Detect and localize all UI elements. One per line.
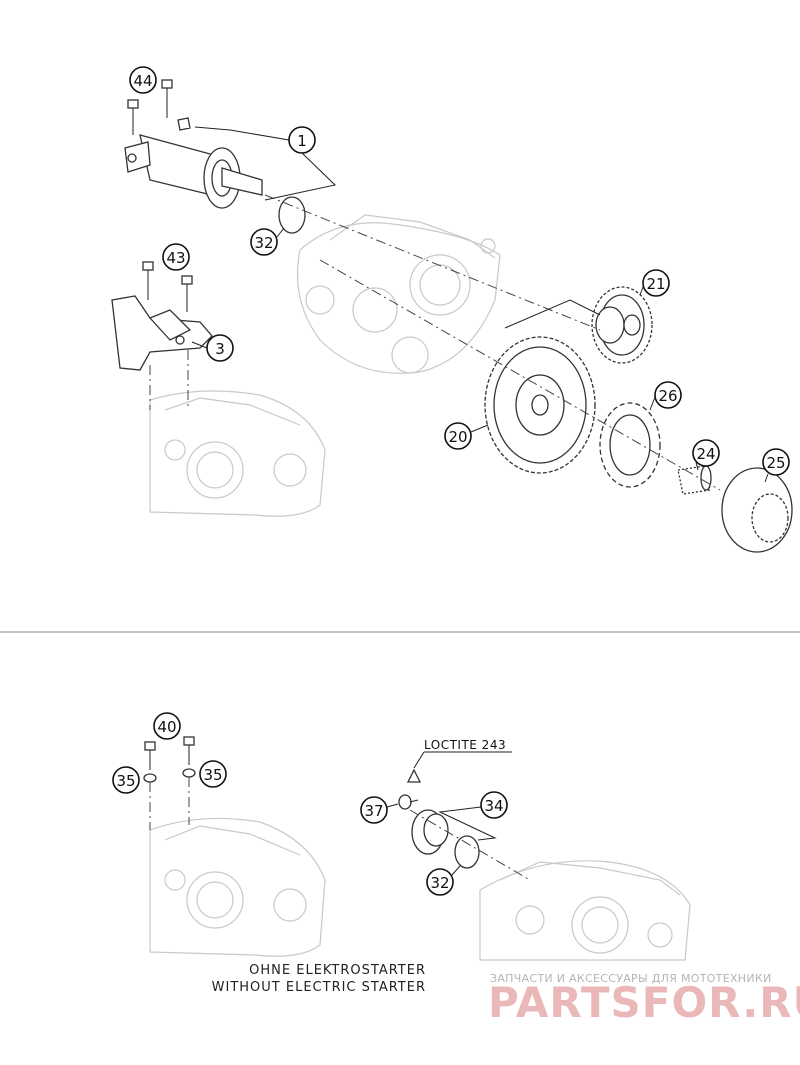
bolt-40-b <box>183 736 195 765</box>
bolt-44-a <box>127 99 139 135</box>
watermark-logo: PARTSFOR.RU <box>488 978 800 1027</box>
bolt-40-a <box>144 741 156 770</box>
loctite-label: LOCTITE 243 <box>424 738 507 752</box>
svg-text:40: 40 <box>157 718 176 736</box>
starter-motor <box>124 117 263 209</box>
intermediate-gear-21 <box>591 286 653 364</box>
crankcase-outline-lower-left <box>149 817 326 957</box>
bolt-43-b <box>181 275 193 312</box>
crankcase-outline-lower-right <box>479 860 691 961</box>
callout-25: 25 <box>762 448 790 476</box>
freewheel-gear-25 <box>721 467 793 553</box>
loctite-drop <box>406 768 422 783</box>
axis-line-1 <box>264 194 601 331</box>
washer-35-a <box>143 773 157 783</box>
screw-37 <box>398 794 419 810</box>
svg-text:24: 24 <box>696 445 715 463</box>
callout-37: 37 <box>360 796 388 824</box>
cover-plug-34 <box>411 809 449 855</box>
caption-english: WITHOUT ELECTRIC STARTER <box>211 980 426 995</box>
axis-line-7 <box>409 809 531 881</box>
callout-26: 26 <box>654 381 682 409</box>
bolt-43-a <box>142 261 154 300</box>
svg-text:1: 1 <box>297 132 307 150</box>
leader-21 <box>504 299 601 329</box>
crankcase-outline-upper <box>149 214 501 517</box>
starter-gear-20 <box>484 336 596 474</box>
callout-32-lower: 32 <box>426 868 454 896</box>
o-ring-32-upper <box>278 196 306 234</box>
svg-text:34: 34 <box>484 797 503 815</box>
svg-text:35: 35 <box>116 772 135 790</box>
svg-text:43: 43 <box>166 249 185 267</box>
callout-43: 43 <box>162 243 190 271</box>
watermark-tagline: ЗАПЧАСТИ И АКСЕССУАРЫ ДЛЯ МОТОТЕХНИКИ <box>490 972 772 985</box>
callout-21: 21 <box>642 269 670 297</box>
callout-1: 1 <box>288 126 316 154</box>
washer-35-b <box>182 768 196 778</box>
svg-text:32: 32 <box>254 234 273 252</box>
callout-34: 34 <box>480 791 508 819</box>
leader-lines <box>191 126 769 876</box>
callout-32-upper: 32 <box>250 228 278 256</box>
caption-german: OHNE ELEKTROSTARTER <box>249 963 426 978</box>
callout-20: 20 <box>444 422 472 450</box>
svg-text:21: 21 <box>646 275 665 293</box>
o-ring-32-lower <box>454 835 480 869</box>
svg-text:35: 35 <box>203 766 222 784</box>
svg-text:44: 44 <box>133 72 152 90</box>
svg-text:26: 26 <box>658 387 677 405</box>
callout-44: 44 <box>129 66 157 94</box>
freewheel-26 <box>599 402 661 488</box>
svg-text:25: 25 <box>766 454 785 472</box>
callout-40: 40 <box>153 712 181 740</box>
starter-bracket <box>111 295 213 371</box>
axis-line-2 <box>319 259 721 491</box>
callout-35-left: 35 <box>112 766 140 794</box>
svg-text:3: 3 <box>215 340 225 358</box>
svg-text:32: 32 <box>430 874 449 892</box>
callout-24: 24 <box>692 439 720 467</box>
leader-loctite-b <box>413 751 425 769</box>
bolt-44-b <box>161 79 173 118</box>
svg-text:37: 37 <box>364 802 383 820</box>
callout-3: 3 <box>206 334 234 362</box>
needle-bearing-24 <box>677 465 712 495</box>
svg-text:20: 20 <box>448 428 467 446</box>
callout-35-right: 35 <box>199 760 227 788</box>
